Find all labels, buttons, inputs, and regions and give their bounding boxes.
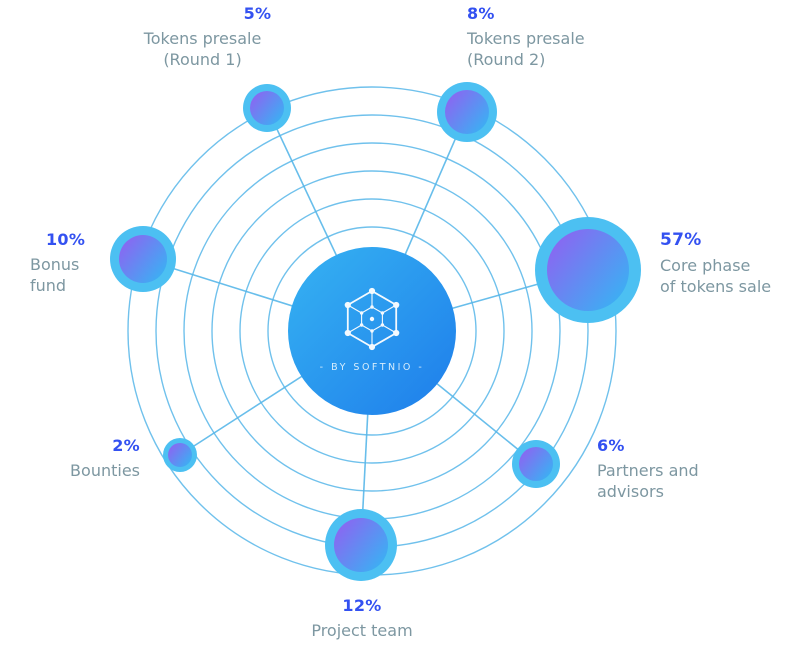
node-presale-round-2: [437, 82, 497, 142]
label-line: of tokens sale: [660, 277, 772, 296]
pct-core-phase: 57%: [660, 230, 702, 250]
label-line: Partners and: [597, 461, 699, 480]
pct-presale-round-1: 5%: [243, 4, 272, 23]
label-line: Project team: [311, 621, 413, 640]
label-bonus-fund: Bonus fund: [30, 254, 79, 296]
node-core: [334, 518, 388, 572]
node-core: [547, 229, 629, 311]
node-core: [168, 443, 192, 467]
center-brand-text: - BY SOFTNIO -: [320, 362, 425, 373]
center-hub: - BY SOFTNIO -: [288, 247, 456, 415]
annotation-bonus-fund: 10% Bonus fund: [30, 230, 85, 296]
orbit-ring: [211, 170, 533, 492]
label-project-team: Project team: [282, 620, 442, 641]
node-core: [445, 90, 489, 134]
label-presale-round-2: Tokens presale (Round 2): [467, 28, 585, 70]
label-line: Tokens presale: [143, 29, 262, 48]
bubbles: [110, 82, 641, 581]
hexagon-network-icon: [344, 287, 400, 351]
label-core-phase: Core phase of tokens sale: [660, 255, 771, 297]
pct-bonus-fund: 10%: [46, 230, 86, 249]
label-line: (Round 1): [163, 50, 242, 69]
node-partners: [512, 440, 560, 488]
label-line: fund: [30, 276, 67, 295]
orbit-ring: [239, 198, 505, 464]
node-core-phase: [535, 217, 641, 323]
label-line: advisors: [597, 482, 664, 501]
pct-project-team: 12%: [342, 596, 382, 615]
annotation-presale-round-1: 5% Tokens presale (Round 1): [120, 4, 285, 70]
node-core: [119, 235, 167, 283]
label-partners: Partners and advisors: [597, 460, 699, 502]
node-core: [519, 447, 553, 481]
orbit-ring: [267, 226, 477, 436]
node-presale-round-1: [243, 84, 291, 132]
label-line: Tokens presale: [467, 29, 585, 48]
annotation-partners: 6% Partners and advisors: [597, 436, 699, 502]
annotation-project-team: 12% Project team: [282, 596, 442, 641]
label-bounties: Bounties: [70, 460, 140, 481]
node-project-team: [325, 509, 397, 581]
node-core: [250, 91, 284, 125]
pct-partners: 6%: [597, 436, 625, 455]
annotation-bounties: 2% Bounties: [70, 436, 140, 481]
annotation-core-phase: 57% Core phase of tokens sale: [660, 230, 771, 297]
label-presale-round-1: Tokens presale (Round 1): [120, 28, 285, 70]
label-line: Bonus: [30, 255, 80, 274]
node-bounties: [163, 438, 197, 472]
pct-bounties: 2%: [112, 436, 140, 455]
label-line: (Round 2): [467, 50, 546, 69]
pct-presale-round-2: 8%: [467, 4, 495, 23]
label-line: Bounties: [70, 461, 140, 480]
node-bonus-fund: [110, 226, 176, 292]
annotation-presale-round-2: 8% Tokens presale (Round 2): [467, 4, 585, 70]
label-line: Core phase: [660, 256, 751, 275]
